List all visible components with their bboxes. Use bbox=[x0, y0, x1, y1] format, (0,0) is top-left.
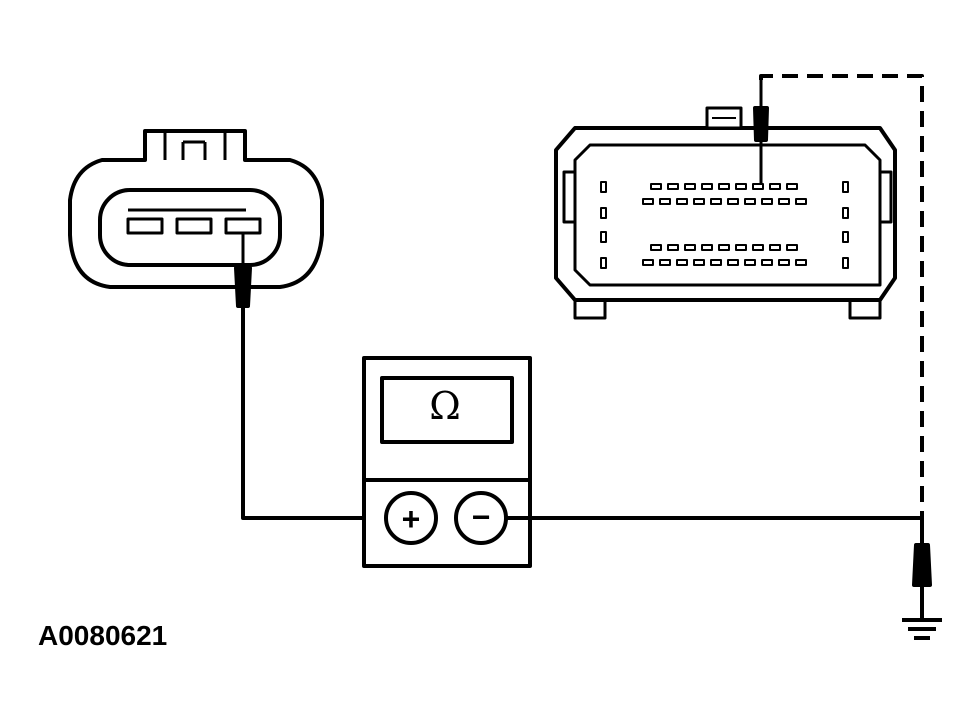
figure-reference-code: A0080621 bbox=[38, 620, 168, 651]
meter-display bbox=[380, 376, 514, 444]
positive-terminal-label: + bbox=[402, 501, 421, 537]
probe-tip-left bbox=[234, 266, 252, 308]
positive-terminal bbox=[384, 491, 438, 545]
ground-symbol bbox=[902, 518, 942, 640]
connector-pin-1 bbox=[126, 217, 164, 235]
module-connector bbox=[554, 80, 897, 320]
sensor-connector bbox=[68, 129, 324, 308]
connector-pin-2 bbox=[175, 217, 213, 235]
wire-positive bbox=[241, 306, 386, 520]
negative-terminal-label: − bbox=[472, 499, 491, 535]
ohm-symbol: Ω bbox=[429, 384, 461, 428]
probe-tip-right bbox=[753, 106, 769, 142]
module-pin-rows bbox=[642, 183, 807, 266]
ohmmeter bbox=[362, 356, 532, 568]
jumper-wire-dashed bbox=[759, 74, 924, 518]
